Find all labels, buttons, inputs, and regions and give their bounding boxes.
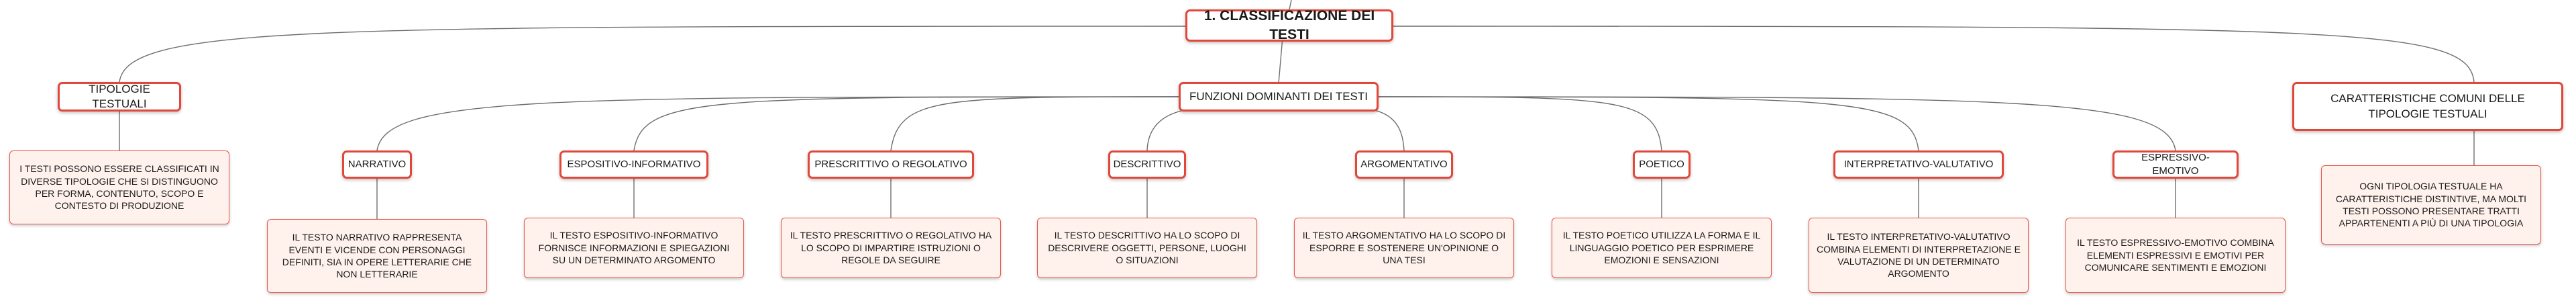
note-caratteristiche-comuni[interactable]: OGNI TIPOLOGIA TESTUALE HA CARATTERISTIC… xyxy=(2321,165,2541,245)
root-topic-label: 1. CLASSIFICAZIONE DEI TESTI xyxy=(1203,8,1375,42)
function-descrittivo[interactable]: DESCRITTIVO xyxy=(1108,150,1186,179)
connector-funzioni-narrativo xyxy=(376,96,1181,151)
topic-funzioni-dominanti-label: FUNZIONI DOMINANTI DEI TESTI xyxy=(1189,89,1368,103)
note-poetico[interactable]: IL TESTO POETICO UTILIZZA LA FORMA E IL … xyxy=(1552,218,1772,278)
connector-funzioni-interpretativo xyxy=(1373,96,1919,151)
note-argomentativo-text: IL TESTO ARGOMENTATIVO HA LO SCOPO DI ES… xyxy=(1302,230,1506,266)
connector-funzioni-espositivo xyxy=(633,96,1183,151)
connector-root-caratteristiche xyxy=(1392,26,2475,83)
note-espositivo-informativo[interactable]: IL TESTO ESPOSITIVO-INFORMATIVO FORNISCE… xyxy=(524,218,744,278)
connector-root-funzioni xyxy=(1278,36,1283,84)
note-narrativo-text: IL TESTO NARRATIVO RAPPRESENTA EVENTI E … xyxy=(282,232,472,280)
note-interpretativo-valutativo-text: IL TESTO INTERPRETATIVO-VALUTATIVO COMBI… xyxy=(1817,231,2021,279)
function-espositivo-informativo[interactable]: ESPOSITIVO-INFORMATIVO xyxy=(559,150,708,179)
connector-funzioni-espressivo xyxy=(1375,96,2176,151)
topic-caratteristiche-comuni-label: CARATTERISTICHE COMUNI DELLE TIPOLOGIE T… xyxy=(2330,92,2525,120)
note-prescrittivo-regolativo-text: IL TESTO PRESCRITTIVO O REGOLATIVO HA LO… xyxy=(790,230,992,266)
function-argomentativo-label: ARGOMENTATIVO xyxy=(1360,159,1448,171)
function-interpretativo-valutativo[interactable]: INTERPRETATIVO-VALUTATIVO xyxy=(1833,150,2004,179)
topic-tipologie-testuali[interactable]: TIPOLOGIE TESTUALI xyxy=(58,82,181,112)
note-espressivo-emotivo-text: IL TESTO ESPRESSIVO-EMOTIVO COMBINA ELEM… xyxy=(2077,237,2274,273)
topic-caratteristiche-comuni[interactable]: CARATTERISTICHE COMUNI DELLE TIPOLOGIE T… xyxy=(2292,82,2563,131)
function-poetico-label: POETICO xyxy=(1639,159,1684,171)
function-narrativo-label: NARRATIVO xyxy=(347,159,407,171)
note-caratteristiche-comuni-text: OGNI TIPOLOGIA TESTUALE HA CARATTERISTIC… xyxy=(2335,181,2527,229)
connector-funzioni-prescrittivo xyxy=(890,96,1184,151)
connector-top-stub xyxy=(1289,0,1292,10)
function-argomentativo[interactable]: ARGOMENTATIVO xyxy=(1355,150,1453,179)
connector-funzioni-descrittivo xyxy=(1146,105,1228,151)
connector-root-tipologie xyxy=(119,26,1189,83)
note-poetico-text: IL TESTO POETICO UTILIZZA LA FORMA E IL … xyxy=(1562,230,1761,266)
note-narrativo[interactable]: IL TESTO NARRATIVO RAPPRESENTA EVENTI E … xyxy=(267,219,487,293)
note-descrittivo[interactable]: IL TESTO DESCRITTIVO HA LO SCOPO DI DESC… xyxy=(1037,218,1257,278)
topic-tipologie-testuali-label: TIPOLOGIE TESTUALI xyxy=(89,82,150,110)
note-argomentativo[interactable]: IL TESTO ARGOMENTATIVO HA LO SCOPO DI ES… xyxy=(1294,218,1514,278)
function-interpretativo-valutativo-label: INTERPRETATIVO-VALUTATIVO xyxy=(1843,159,1994,171)
connector-funzioni-argomentativo xyxy=(1331,105,1405,151)
note-interpretativo-valutativo[interactable]: IL TESTO INTERPRETATIVO-VALUTATIVO COMBI… xyxy=(1809,218,2029,293)
note-espositivo-informativo-text: IL TESTO ESPOSITIVO-INFORMATIVO FORNISCE… xyxy=(538,230,730,266)
function-descrittivo-label: DESCRITTIVO xyxy=(1113,159,1181,171)
note-prescrittivo-regolativo[interactable]: IL TESTO PRESCRITTIVO O REGOLATIVO HA LO… xyxy=(781,218,1001,278)
root-topic[interactable]: 1. CLASSIFICAZIONE DEI TESTI xyxy=(1185,8,1393,42)
connector-funzioni-poetico xyxy=(1372,96,1662,151)
topic-funzioni-dominanti[interactable]: FUNZIONI DOMINANTI DEI TESTI xyxy=(1179,82,1379,112)
function-espositivo-informativo-label: ESPOSITIVO-INFORMATIVO xyxy=(567,159,701,171)
function-prescrittivo-regolativo[interactable]: PRESCRITTIVO O REGOLATIVO xyxy=(808,150,974,179)
function-espressivo-emotivo[interactable]: ESPRESSIVO-EMOTIVO xyxy=(2112,150,2239,179)
note-espressivo-emotivo[interactable]: IL TESTO ESPRESSIVO-EMOTIVO COMBINA ELEM… xyxy=(2065,218,2286,293)
function-poetico[interactable]: POETICO xyxy=(1633,150,1690,179)
function-narrativo[interactable]: NARRATIVO xyxy=(342,150,412,179)
note-tipologie-testuali[interactable]: I TESTI POSSONO ESSERE CLASSIFICATI IN D… xyxy=(9,150,229,224)
function-prescrittivo-regolativo-label: PRESCRITTIVO O REGOLATIVO xyxy=(814,159,967,171)
function-espressivo-emotivo-label: ESPRESSIVO-EMOTIVO xyxy=(2141,152,2210,177)
note-descrittivo-text: IL TESTO DESCRITTIVO HA LO SCOPO DI DESC… xyxy=(1048,230,1246,266)
note-tipologie-testuali-text: I TESTI POSSONO ESSERE CLASSIFICATI IN D… xyxy=(19,163,219,212)
